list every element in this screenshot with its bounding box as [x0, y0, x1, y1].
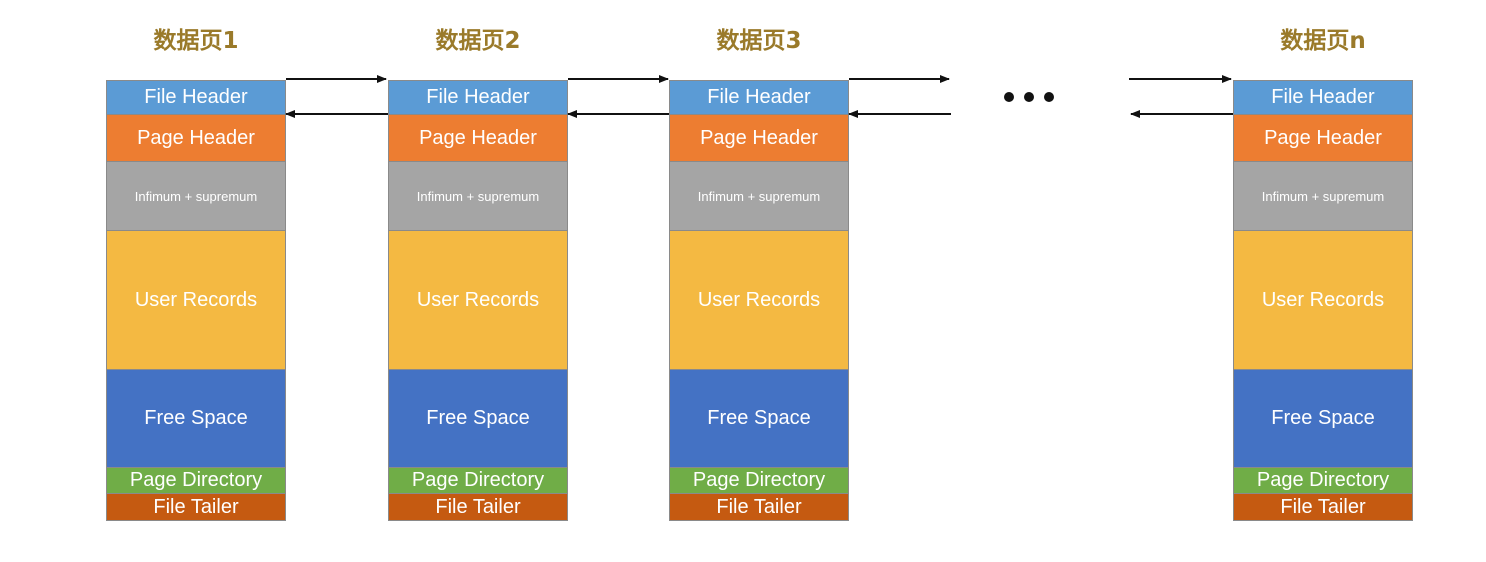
page-directory-block: Page Directory — [107, 468, 285, 494]
file-tailer-block: File Tailer — [1234, 494, 1412, 520]
page-title: 数据页3 — [716, 28, 802, 54]
file-tailer-block: File Tailer — [389, 494, 567, 520]
user-records-block: User Records — [1234, 231, 1412, 370]
page-header-block: Page Header — [107, 115, 285, 162]
dot — [1024, 92, 1034, 102]
infimum-supremum-block: Infimum + supremum — [670, 162, 848, 231]
user-records-block: User Records — [670, 231, 848, 370]
file-header-block: File Header — [670, 81, 848, 115]
user-records-block: User Records — [107, 231, 285, 370]
page-structure: File Header Page Header Infimum + suprem… — [388, 80, 568, 521]
free-space-block: Free Space — [670, 370, 848, 468]
page-structure: File Header Page Header Infimum + suprem… — [1233, 80, 1413, 521]
infimum-supremum-block: Infimum + supremum — [107, 162, 285, 231]
free-space-block: Free Space — [107, 370, 285, 468]
page-structure: File Header Page Header Infimum + suprem… — [106, 80, 286, 521]
infimum-supremum-block: Infimum + supremum — [389, 162, 567, 231]
page-header-block: Page Header — [670, 115, 848, 162]
data-page-2: 数据页2 File Header Page Header Infimum + s… — [388, 24, 568, 521]
file-header-block: File Header — [107, 81, 285, 115]
page-header-block: Page Header — [1234, 115, 1412, 162]
data-page-n: 数据页n File Header Page Header Infimum + s… — [1233, 24, 1413, 521]
file-header-block: File Header — [1234, 81, 1412, 115]
page-title: 数据页2 — [435, 28, 521, 54]
file-tailer-block: File Tailer — [670, 494, 848, 520]
data-page-1: 数据页1 File Header Page Header Infimum + s… — [106, 24, 286, 521]
page-structure: File Header Page Header Infimum + suprem… — [669, 80, 849, 521]
file-header-block: File Header — [389, 81, 567, 115]
dot — [1044, 92, 1054, 102]
ellipsis-dots — [1004, 92, 1054, 102]
page-directory-block: Page Directory — [670, 468, 848, 494]
free-space-block: Free Space — [389, 370, 567, 468]
file-tailer-block: File Tailer — [107, 494, 285, 520]
dot — [1004, 92, 1014, 102]
page-directory-block: Page Directory — [1234, 468, 1412, 494]
page-title: 数据页n — [1280, 28, 1366, 54]
page-directory-block: Page Directory — [389, 468, 567, 494]
infimum-supremum-block: Infimum + supremum — [1234, 162, 1412, 231]
page-title: 数据页1 — [153, 28, 239, 54]
data-page-3: 数据页3 File Header Page Header Infimum + s… — [669, 24, 849, 521]
free-space-block: Free Space — [1234, 370, 1412, 468]
page-header-block: Page Header — [389, 115, 567, 162]
user-records-block: User Records — [389, 231, 567, 370]
